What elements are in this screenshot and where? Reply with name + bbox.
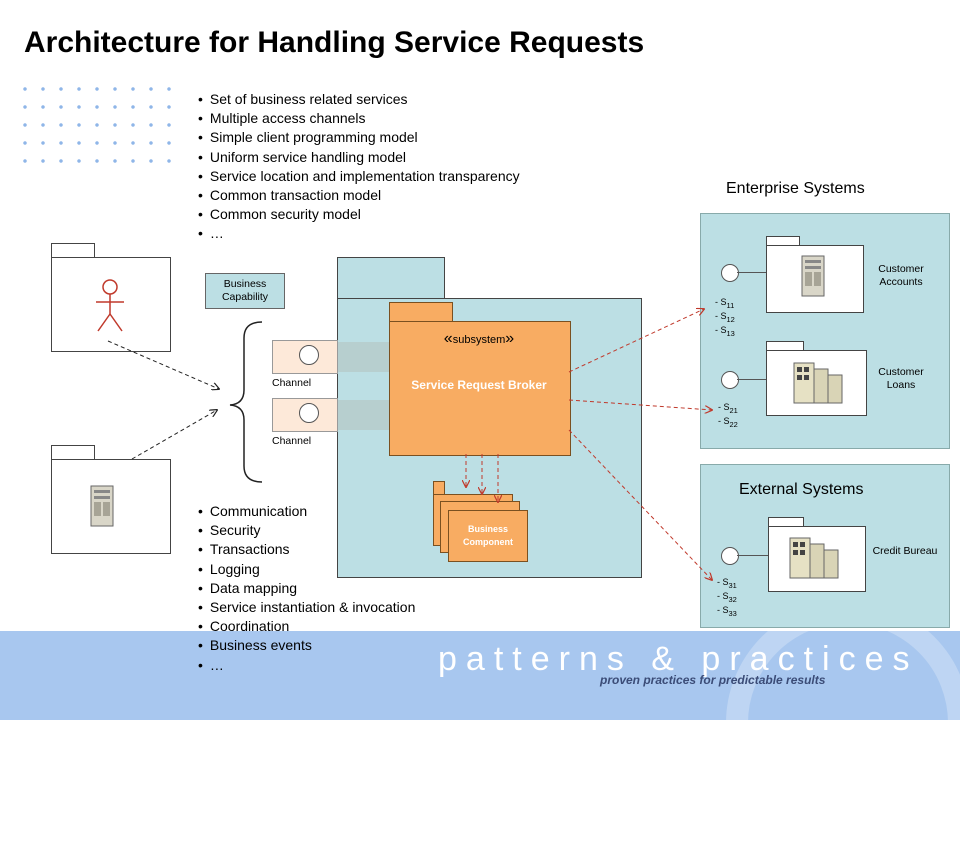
interface-line xyxy=(737,379,766,380)
list-item: Transactions xyxy=(198,540,415,559)
list-item: Business events xyxy=(198,636,415,655)
list-item: Data mapping xyxy=(198,579,415,598)
service-list: - S11 - S12 - S13 xyxy=(715,297,735,338)
capability-list: Set of business related services Multipl… xyxy=(198,90,520,244)
list-item: Simple client programming model xyxy=(198,128,520,147)
dot-pattern xyxy=(16,80,176,172)
external-title: External Systems xyxy=(739,481,864,498)
enterprise-title: Enterprise Systems xyxy=(726,180,865,197)
page-title: Architecture for Handling Service Reques… xyxy=(24,26,645,59)
service-request-broker xyxy=(389,321,571,456)
server-icon xyxy=(801,255,825,297)
interface-port-icon xyxy=(721,547,739,565)
list-item: … xyxy=(198,224,520,243)
interface-port-icon xyxy=(721,371,739,389)
brace-icon xyxy=(229,321,263,483)
list-item: Set of business related services xyxy=(198,90,520,109)
interface-line xyxy=(737,272,766,273)
channel-port-icon xyxy=(299,403,319,423)
actor-icon xyxy=(96,279,124,332)
guillemet-close: » xyxy=(505,330,515,347)
server-icon xyxy=(90,485,114,527)
system-name: Customer Accounts xyxy=(878,263,924,288)
brand-tagline: proven practices for predictable results xyxy=(600,673,826,687)
stereotype-text: subsystem xyxy=(452,334,506,346)
list-item: Coordination xyxy=(198,617,415,636)
business-component: Business Component xyxy=(448,510,528,562)
channel-connector xyxy=(330,400,390,430)
service-list: - S31 - S32 - S33 xyxy=(717,577,737,618)
broker-stereotype: «subsystem» xyxy=(389,330,569,348)
channel-label: Channel xyxy=(272,377,312,389)
service-list: - S21 - S22 xyxy=(718,402,738,429)
list-item: Security xyxy=(198,521,415,540)
server-cluster-icon xyxy=(793,362,843,404)
infrastructure-list: Communication Security Transactions Logg… xyxy=(198,502,415,675)
list-item: Common transaction model xyxy=(198,186,520,205)
guillemet-open: « xyxy=(443,330,453,347)
interface-line xyxy=(737,555,768,556)
channel-port-icon xyxy=(299,345,319,365)
watermark-circle xyxy=(726,601,960,845)
list-item: Uniform service handling model xyxy=(198,148,520,167)
list-item: … xyxy=(198,656,415,675)
system-name: Credit Bureau xyxy=(872,545,938,557)
brand-text: patterns & practices xyxy=(438,640,919,678)
system-name: Customer Loans xyxy=(878,366,924,391)
list-item: Communication xyxy=(198,502,415,521)
list-item: Logging xyxy=(198,560,415,579)
interface-port-icon xyxy=(721,264,739,282)
channel-connector xyxy=(330,342,390,372)
server-cluster-icon xyxy=(789,537,839,579)
broker-name: Service Request Broker xyxy=(411,378,547,392)
business-capability-label: Business Capability xyxy=(205,273,285,309)
list-item: Service instantiation & invocation xyxy=(198,598,415,617)
list-item: Multiple access channels xyxy=(198,109,520,128)
list-item: Service location and implementation tran… xyxy=(198,167,520,186)
subsystem-package-tab xyxy=(337,257,445,301)
list-item: Common security model xyxy=(198,205,520,224)
server-arrow xyxy=(131,410,217,460)
channel-label: Channel xyxy=(272,435,312,447)
actor-package xyxy=(51,257,171,352)
